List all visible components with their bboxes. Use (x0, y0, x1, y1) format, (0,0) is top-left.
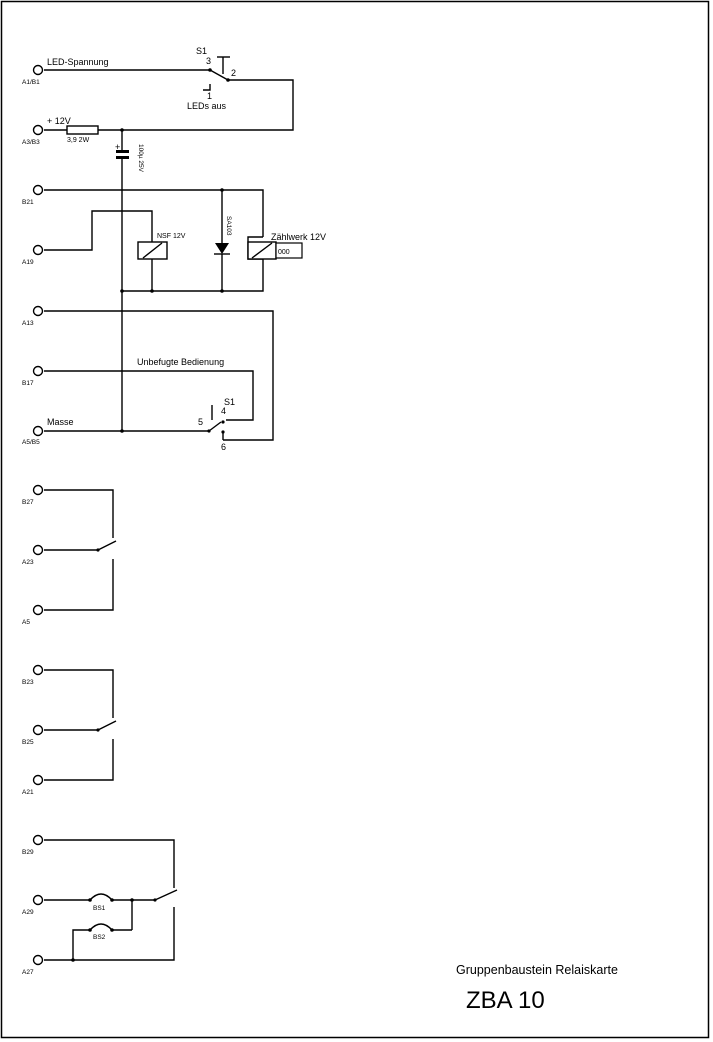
terminal-label-b21: B21 (22, 199, 34, 206)
title-subtitle: Gruppenbaustein Relaiskarte (456, 963, 618, 977)
s1-pin-5: 5 (198, 417, 203, 427)
resistor-value: 3,9 2W (67, 137, 90, 144)
counter-display (275, 242, 303, 259)
plus12-label: + 12V (47, 116, 71, 126)
relay-section (44, 188, 303, 293)
relay-contact-1 (44, 489, 117, 611)
terminal-a13 (32, 305, 44, 317)
terminal-b17 (32, 365, 44, 377)
s1-pin-2: 2 (231, 68, 236, 78)
terminal-a5 (32, 604, 44, 616)
terminal-b29 (32, 834, 44, 846)
terminal-a3b3 (32, 124, 44, 136)
title-main: ZBA 10 (466, 987, 545, 1014)
switch-s1-top-label: S1 (196, 46, 207, 56)
capacitor-value: 100µ 25V (137, 144, 144, 173)
terminal-a19 (32, 244, 44, 256)
diode-label: SA103 (225, 216, 232, 236)
relay-contact-3 (44, 839, 178, 962)
capacitor-plus: + (115, 142, 120, 152)
terminal-b21 (32, 184, 44, 196)
s1-bottom-circuit (44, 310, 274, 441)
counter-label: Zählwerk 12V (271, 232, 326, 242)
terminal-a27 (32, 954, 44, 966)
led-voltage-label: LED-Spannung (47, 57, 109, 67)
terminal-b27 (32, 484, 44, 496)
plus12-line (44, 125, 124, 135)
terminal-a21 (32, 774, 44, 786)
counter-digits: 000 (278, 249, 290, 256)
ground-label: Masse (47, 417, 74, 427)
s1-pin-4: 4 (221, 406, 226, 416)
relay-contact-2 (44, 669, 117, 781)
terminal-label-a19: A19 (22, 259, 34, 266)
terminal-label-a21: A21 (22, 789, 34, 796)
unauthorized-label: Unbefugte Bedienung (137, 357, 224, 367)
bs1-label: BS1 (93, 905, 106, 912)
terminal-a5b5 (32, 425, 44, 437)
terminal-label-a23: A23 (22, 559, 34, 566)
terminal-b25 (32, 724, 44, 736)
relay-nsf-label: NSF 12V (157, 233, 186, 240)
terminal-label-b27: B27 (22, 499, 34, 506)
leds-off-label: LEDs aus (187, 101, 227, 111)
terminal-label-b25: B25 (22, 739, 34, 746)
terminal-a1b1 (32, 64, 44, 76)
terminal-label-a3b3: A3/B3 (22, 139, 40, 146)
terminal-label-b23: B23 (22, 679, 34, 686)
terminal-a23 (32, 544, 44, 556)
terminal-label-a27: A27 (22, 969, 34, 976)
terminal-label-b17: B17 (22, 380, 34, 387)
terminal-b23 (32, 664, 44, 676)
terminal-label-b29: B29 (22, 849, 34, 856)
s1-pin-1: 1 (207, 91, 212, 101)
terminal-label-a13: A13 (22, 320, 34, 327)
terminal-label-a29: A29 (22, 909, 34, 916)
terminal-label-a5b5: A5/B5 (22, 439, 40, 446)
s1-pin-6: 6 (221, 442, 226, 452)
led-supply-circuit (44, 56, 294, 131)
switch-s1-bottom-label: S1 (224, 397, 235, 407)
terminal-a29 (32, 894, 44, 906)
bs2-label: BS2 (93, 934, 106, 941)
capacitor-symbol (116, 130, 129, 431)
s1-pin-3: 3 (206, 56, 211, 66)
resistor-symbol (66, 125, 99, 135)
terminal-label-a5: A5 (22, 619, 30, 626)
terminal-label-a1b1: A1/B1 (22, 79, 40, 86)
